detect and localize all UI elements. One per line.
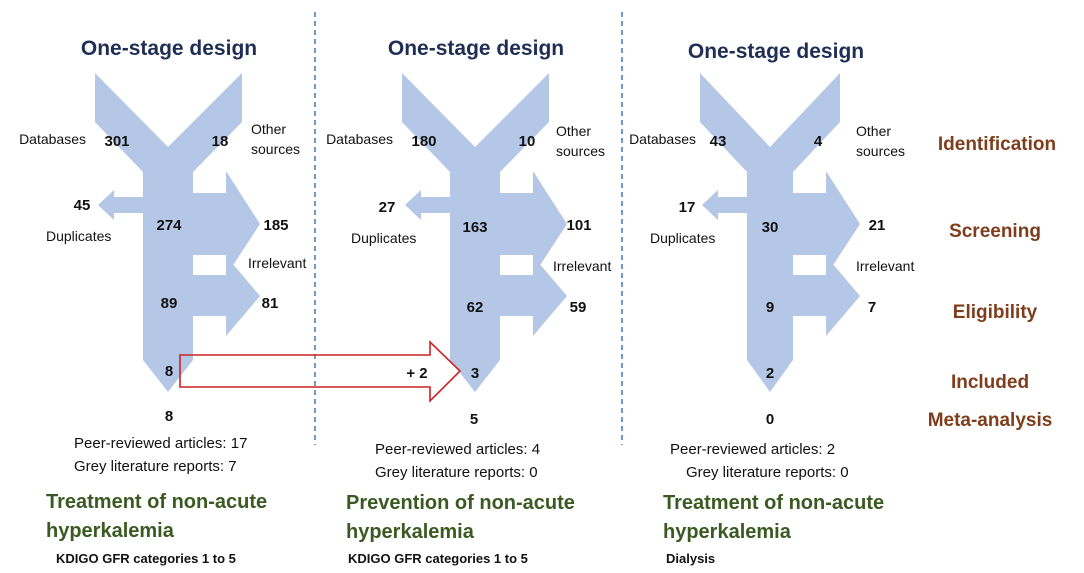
duplicates-count: 27 (379, 199, 396, 216)
review-topic: hyperkalemia (663, 521, 792, 543)
stage-meta-analysis: Meta-analysis (928, 410, 1053, 431)
other-sources-count: 18 (212, 133, 229, 150)
databases-label: Databases (629, 131, 696, 147)
excluded-count: 81 (262, 295, 279, 312)
stage-screening: Screening (949, 221, 1041, 242)
population-category: Dialysis (666, 551, 715, 566)
population-category: KDIGO GFR categories 1 to 5 (56, 551, 236, 566)
duplicates-label: Duplicates (46, 228, 111, 244)
screened-count: 30 (762, 219, 779, 236)
review-topic: Prevention of non-acute (346, 492, 575, 514)
design-title: One-stage design (688, 40, 864, 63)
excluded-count: 59 (570, 299, 587, 316)
databases-count: 180 (411, 133, 436, 150)
eligible-count: 89 (161, 295, 178, 312)
duplicates-label: Duplicates (351, 230, 416, 246)
stage-identification: Identification (938, 134, 1056, 155)
databases-count: 301 (104, 133, 129, 150)
databases-count: 43 (710, 133, 727, 150)
stage-eligibility: Eligibility (953, 302, 1038, 323)
flow-column-2: One-stage design Databases 180 10 Other … (326, 37, 611, 566)
other-sources-label: Other (251, 121, 286, 137)
peer-reviewed-articles: Peer-reviewed articles: 17 (74, 435, 247, 452)
review-topic: Treatment of non-acute (663, 492, 884, 514)
screened-count: 163 (462, 219, 487, 236)
design-title: One-stage design (81, 37, 257, 60)
other-sources-label: Other (856, 123, 891, 139)
funnel-shape (402, 73, 567, 392)
review-topic: Treatment of non-acute (46, 491, 267, 513)
stage-included: Included (951, 372, 1029, 393)
meta-analysis-count: 5 (470, 411, 478, 428)
duplicates-count: 45 (74, 197, 91, 214)
included-count: 2 (766, 365, 774, 382)
duplicates-count: 17 (679, 199, 696, 216)
duplicates-arrow (702, 190, 747, 220)
grey-literature-reports: Grey literature reports: 7 (74, 458, 237, 475)
excluded-count: 7 (868, 299, 876, 316)
funnel-shape (700, 73, 860, 392)
eligible-count: 9 (766, 299, 774, 316)
other-sources-label: sources (251, 141, 300, 157)
other-sources-label: sources (856, 143, 905, 159)
irrelevant-count: 21 (869, 217, 886, 234)
transfer-count: + 2 (406, 365, 427, 382)
irrelevant-label: Irrelevant (553, 258, 611, 274)
flow-column-3: One-stage design Databases 43 4 Other so… (629, 40, 914, 566)
design-title: One-stage design (388, 37, 564, 60)
other-sources-label: sources (556, 143, 605, 159)
irrelevant-label: Irrelevant (248, 255, 306, 271)
funnel-shape (95, 73, 260, 392)
population-category: KDIGO GFR categories 1 to 5 (348, 551, 528, 566)
irrelevant-label: Irrelevant (856, 258, 914, 274)
included-count: 3 (471, 365, 479, 382)
other-sources-count: 4 (814, 133, 823, 150)
irrelevant-count: 101 (566, 217, 591, 234)
meta-analysis-count: 8 (165, 408, 173, 425)
duplicates-arrow (98, 190, 143, 220)
irrelevant-count: 185 (263, 217, 288, 234)
transfer-arrow (179, 340, 462, 403)
flow-column-1: One-stage design Databases 301 18 Other … (19, 37, 306, 566)
review-topic: hyperkalemia (46, 520, 175, 542)
duplicates-label: Duplicates (650, 230, 715, 246)
peer-reviewed-articles: Peer-reviewed articles: 4 (375, 441, 540, 458)
peer-reviewed-articles: Peer-reviewed articles: 2 (670, 441, 835, 458)
eligible-count: 62 (467, 299, 484, 316)
screened-count: 274 (156, 217, 182, 234)
included-count: 8 (165, 363, 173, 380)
databases-label: Databases (326, 131, 393, 147)
grey-literature-reports: Grey literature reports: 0 (686, 464, 849, 481)
meta-analysis-count: 0 (766, 411, 774, 428)
grey-literature-reports: Grey literature reports: 0 (375, 464, 538, 481)
other-sources-label: Other (556, 123, 591, 139)
duplicates-arrow (405, 190, 450, 220)
other-sources-count: 10 (519, 133, 536, 150)
databases-label: Databases (19, 131, 86, 147)
review-topic: hyperkalemia (346, 521, 475, 543)
